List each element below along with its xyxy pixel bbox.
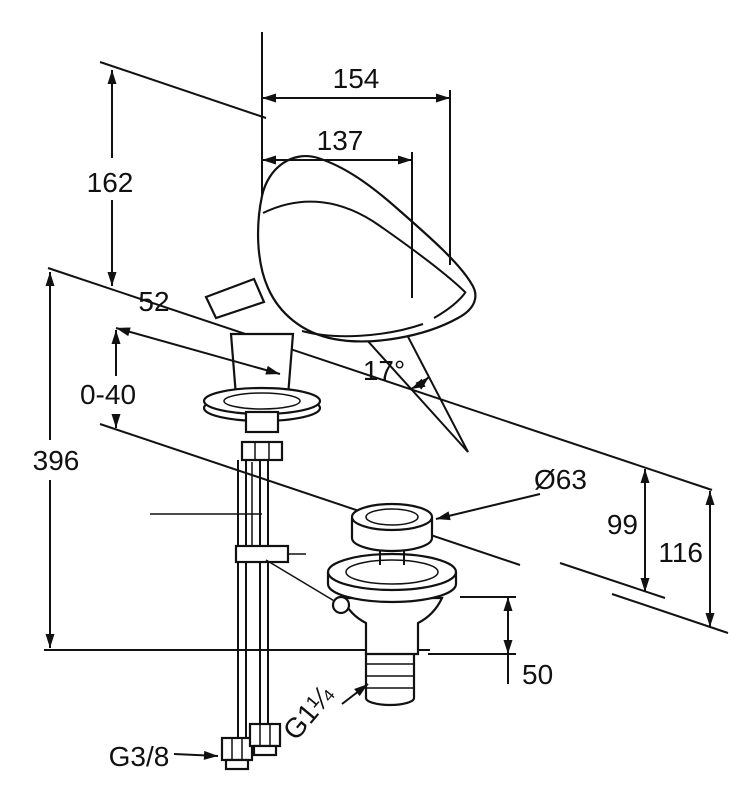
nut-body bbox=[248, 722, 282, 748]
leader-g38 bbox=[173, 750, 219, 760]
dimensions: 154 137 162 396 0-40 52 17° Ø63 99 bbox=[33, 32, 729, 772]
waste-lever-rod bbox=[265, 559, 337, 603]
dim-label-137: 137 bbox=[317, 125, 364, 156]
base-ring-upper bbox=[202, 386, 322, 416]
base-ring-inner bbox=[223, 392, 301, 410]
threaded-shank bbox=[244, 410, 280, 434]
nut-body bbox=[220, 736, 254, 762]
ext-line-99-bottom bbox=[559, 562, 666, 599]
ext-line-162-top bbox=[99, 61, 267, 119]
dim-label-52: 52 bbox=[138, 286, 169, 317]
handle-lever bbox=[204, 277, 266, 320]
pop-up-waste bbox=[265, 502, 458, 707]
waste-body-taper bbox=[340, 596, 444, 656]
spout-lip-line bbox=[301, 323, 424, 338]
plug-cap-top bbox=[350, 502, 434, 532]
angle-label-17: 17° bbox=[363, 355, 405, 386]
nut-end bbox=[252, 744, 278, 757]
deck-top-datum-line bbox=[47, 267, 713, 491]
dim-label-50: 50 bbox=[522, 659, 553, 690]
leader-dia63 bbox=[435, 493, 541, 521]
thread-label-g38: G3/8 bbox=[109, 741, 170, 772]
plug-cap-inner bbox=[365, 508, 419, 526]
waste-lever-ball bbox=[331, 595, 351, 615]
spout-tip-line bbox=[433, 292, 466, 319]
supply-nut-left bbox=[220, 736, 254, 771]
dim-label-99: 99 bbox=[607, 509, 638, 540]
waste-flange-inner bbox=[345, 559, 439, 585]
dia-label-63: Ø63 bbox=[534, 464, 587, 495]
faucet-column bbox=[229, 332, 295, 398]
thread-label-g114: G1¼ bbox=[277, 679, 340, 746]
dim-label-162: 162 bbox=[87, 167, 134, 198]
dim-label-116: 116 bbox=[658, 537, 703, 568]
mounting-clamp bbox=[234, 544, 290, 564]
leader-g114 bbox=[341, 683, 369, 705]
mounting-nut bbox=[240, 440, 284, 462]
spout-seam-line bbox=[262, 200, 467, 294]
dim-line-52 bbox=[115, 327, 281, 375]
nut-end bbox=[224, 758, 250, 771]
dim-label-154: 154 bbox=[333, 63, 380, 94]
dim-label-040: 0-40 bbox=[80, 379, 136, 410]
dim-label-396: 396 bbox=[33, 445, 80, 476]
supply-and-linkage bbox=[150, 460, 306, 771]
waste-tailpiece bbox=[364, 648, 416, 707]
angle-arc-17 bbox=[410, 376, 430, 390]
deck-bottom-datum-line bbox=[99, 423, 521, 566]
supply-nut-right bbox=[248, 722, 282, 757]
